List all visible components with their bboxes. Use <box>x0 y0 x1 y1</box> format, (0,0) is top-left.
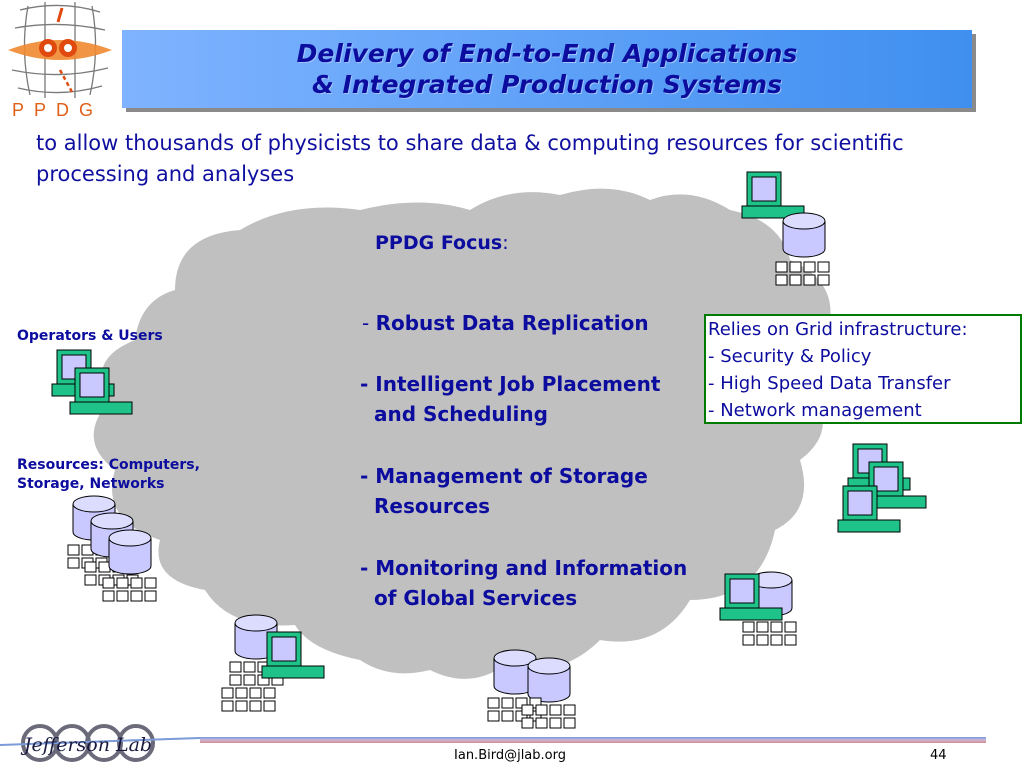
disk-icon <box>782 212 826 258</box>
resources-label-line2: Storage, Networks <box>17 476 165 492</box>
grid-box-item-transfer: - High Speed Data Transfer <box>708 373 951 394</box>
focus-item-1: - Robust Data Replication <box>362 308 649 338</box>
focus-item-4: - Monitoring and Information of Global S… <box>360 553 687 613</box>
page-number: 44 <box>930 748 947 763</box>
focus-item-prefix: - <box>360 556 376 580</box>
network-grid-icon <box>775 261 830 286</box>
focus-item-3: - Management of Storage Resources <box>360 461 648 521</box>
disk-icon <box>108 529 152 575</box>
ppdg-logo: PPDG <box>8 2 112 120</box>
subtitle: to allow thousands of physicists to shar… <box>36 131 904 186</box>
focus-item-text: Intelligent Job Placement <box>375 372 661 396</box>
network-grid-icon <box>221 687 276 712</box>
focus-heading: PPDG Focus <box>375 232 503 254</box>
focus-item-text-line2: Resources <box>374 494 491 518</box>
operators-users-label: Operators & Users <box>17 328 163 344</box>
focus-item-text: Management of Storage <box>375 464 648 488</box>
terminal-icon <box>261 631 325 679</box>
grid-infrastructure-box: Relies on Grid infrastructure: - Securit… <box>704 314 1022 424</box>
focus-item-text: Monitoring and Information <box>375 556 688 580</box>
title-line-1: Delivery of End-to-End Applications <box>296 39 798 68</box>
title-line-2: & Integrated Production Systems <box>312 70 782 99</box>
grid-box-item-security: - Security & Policy <box>708 346 872 367</box>
resources-label-line1: Resources: Computers, <box>17 457 200 473</box>
focus-item-2: - Intelligent Job Placement and Scheduli… <box>360 369 660 429</box>
terminal-icon <box>69 367 133 415</box>
focus-heading-wrap: PPDG Focus: <box>375 232 509 254</box>
disk-icon <box>527 657 571 703</box>
ppdg-logo-text: PPDG <box>12 100 103 120</box>
grid-cloud <box>93 188 837 679</box>
focus-heading-colon: : <box>502 232 509 254</box>
grid-box-heading: Relies on Grid infrastructure: <box>708 319 968 340</box>
focus-item-prefix: - <box>362 311 376 335</box>
footer-email: Ian.Bird@jlab.org <box>454 748 566 763</box>
focus-item-text-line2: of Global Services <box>374 586 578 610</box>
title-banner: Delivery of End-to-End Applications & In… <box>122 30 972 108</box>
focus-item-text-line2: and Scheduling <box>374 402 548 426</box>
terminal-icon <box>741 171 805 219</box>
network-grid-icon <box>742 621 797 646</box>
jefferson-lab-logo: Jefferson Lab <box>0 724 200 762</box>
footer-rule <box>200 737 986 743</box>
focus-item-prefix: - <box>360 372 376 396</box>
jefferson-lab-logo-text: Jefferson Lab <box>20 734 152 756</box>
focus-item-text: Robust Data Replication <box>375 311 649 335</box>
focus-item-prefix: - <box>360 464 376 488</box>
grid-box-item-network: - Network management <box>708 400 922 421</box>
